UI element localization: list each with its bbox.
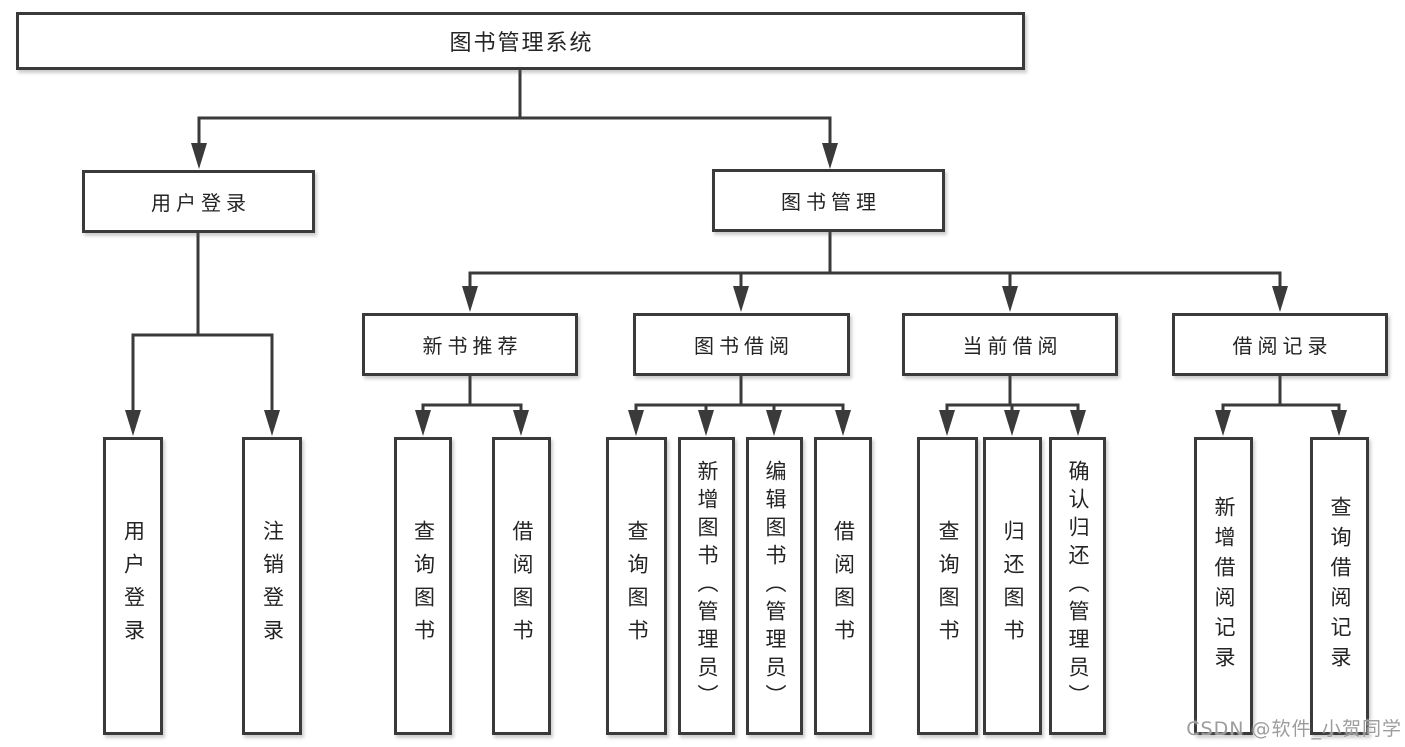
- node-label: 当前借阅: [962, 334, 1063, 358]
- leaf-label: 用户登录: [121, 520, 146, 652]
- leaf-borrowing-borrow-books: 借阅图书: [814, 437, 872, 735]
- leaf-label: 查询图书: [936, 520, 960, 652]
- leaf-label: 查询图书: [625, 520, 649, 652]
- node-label: 图书借阅: [694, 334, 794, 358]
- node-new-book-recommend: 新书推荐: [362, 313, 578, 376]
- node-library-system: 图书管理系统: [16, 12, 1025, 70]
- node-book-management: 图书管理: [712, 169, 945, 232]
- leaf-label: 借阅图书: [831, 520, 856, 652]
- leaf-edit-books-admin: 编辑图书（管理员）: [746, 437, 803, 735]
- node-label: 图书管理: [781, 190, 881, 214]
- leaf-label: 查询借阅记录: [1328, 496, 1352, 676]
- leaf-label: 确认归还（管理员）: [1066, 460, 1090, 712]
- leaf-recommend-borrow-books: 借阅图书: [492, 437, 551, 735]
- leaf-label: 新增借阅记录: [1212, 496, 1236, 676]
- leaf-add-borrow-record: 新增借阅记录: [1194, 437, 1253, 735]
- leaf-label: 编辑图书（管理员）: [763, 460, 787, 712]
- node-label: 图书管理系统: [449, 31, 594, 56]
- node-borrowing-records: 借阅记录: [1172, 313, 1388, 376]
- leaf-borrowing-query-books: 查询图书: [606, 437, 667, 735]
- node-label: 新书推荐: [422, 334, 523, 358]
- leaf-label: 借阅图书: [510, 520, 534, 652]
- node-user-login: 用户登录: [82, 170, 315, 233]
- node-current-borrowing: 当前借阅: [902, 313, 1118, 376]
- leaf-recommend-query-books: 查询图书: [394, 437, 452, 735]
- leaf-add-books-admin: 新增图书（管理员）: [678, 437, 735, 735]
- leaf-return-books: 归还图书: [983, 437, 1042, 735]
- node-label: 用户登录: [151, 191, 251, 215]
- leaf-current-query-books: 查询图书: [917, 437, 978, 735]
- leaf-user-login: 用户登录: [103, 437, 163, 735]
- leaf-label: 注销登录: [260, 520, 285, 652]
- node-label: 借阅记录: [1232, 334, 1333, 358]
- leaf-confirm-return-admin: 确认归还（管理员）: [1049, 437, 1106, 735]
- csdn-watermark: CSDN @软件_小贺同学: [1186, 718, 1402, 740]
- leaf-label: 归还图书: [1001, 520, 1025, 652]
- leaf-logout: 注销登录: [242, 437, 302, 735]
- leaf-label: 新增图书（管理员）: [695, 460, 719, 712]
- node-book-borrowing: 图书借阅: [633, 313, 850, 376]
- leaf-query-borrow-record: 查询借阅记录: [1310, 437, 1369, 735]
- leaf-label: 查询图书: [411, 520, 436, 652]
